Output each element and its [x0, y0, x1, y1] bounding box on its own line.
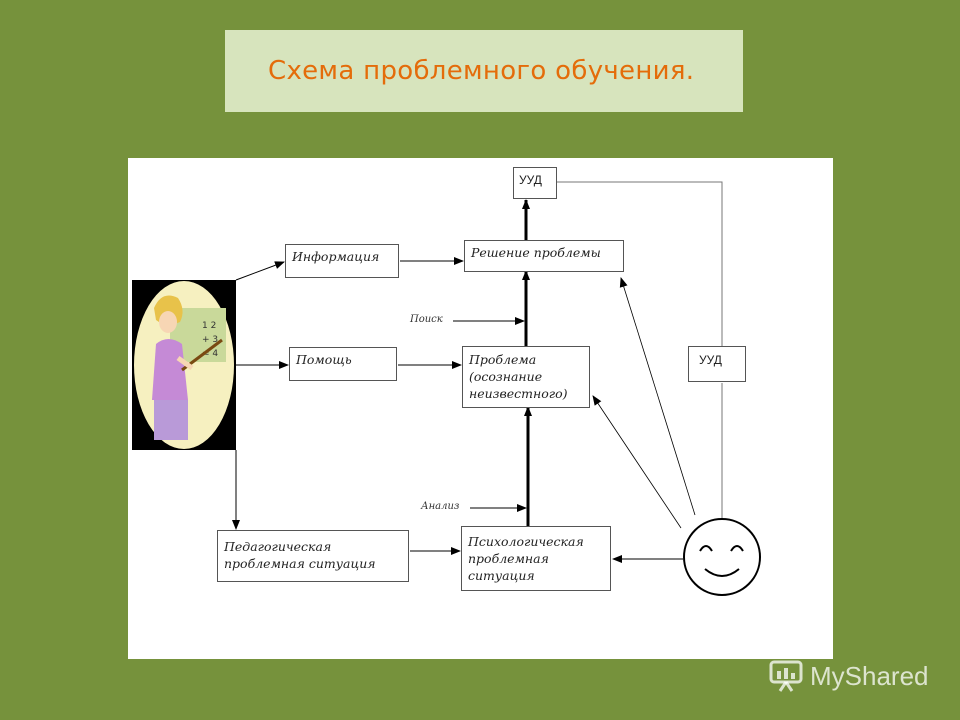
- uud-top-box: УУД: [513, 167, 557, 199]
- title-banner: Схема проблемного обучения.: [225, 30, 743, 112]
- watermark-text: MyShared: [810, 660, 929, 691]
- search-label: Поиск: [410, 314, 443, 325]
- help-box: Помощь: [289, 347, 397, 381]
- arrow-to-information: [235, 261, 285, 281]
- myshared-watermark: MyShared: [768, 656, 943, 696]
- smiley-face-icon: [683, 518, 761, 596]
- arrow-smiley-problem: [592, 395, 682, 529]
- analysis-label: Анализ: [421, 501, 460, 512]
- information-box: Информация: [285, 244, 399, 278]
- arrow-smiley-solution: [619, 277, 696, 516]
- svg-text:= 4: = 4: [202, 349, 218, 359]
- line-uud-top: [556, 181, 723, 348]
- pedagogical-situation-box: Педагогическая проблемная ситуация: [217, 530, 409, 582]
- problem-learning-diagram: 1 2 + 3 = 4 Информация Помощь Педагогиче…: [128, 158, 833, 659]
- uud-right-box: УУД: [688, 346, 746, 382]
- diagram-connectors: [232, 181, 761, 596]
- svg-text:1 2: 1 2: [202, 321, 216, 331]
- problem-box: Проблема (осознание неизвестного): [462, 346, 590, 408]
- solution-box: Решение проблемы: [464, 240, 624, 272]
- slide-title: Схема проблемного обучения.: [268, 56, 695, 86]
- svg-text:+ 3: + 3: [202, 335, 218, 345]
- presentation-icon: [769, 660, 803, 692]
- psych-situation-box: Психологическая проблемная ситуация: [461, 526, 611, 591]
- teacher-illustration: 1 2 + 3 = 4: [132, 280, 236, 450]
